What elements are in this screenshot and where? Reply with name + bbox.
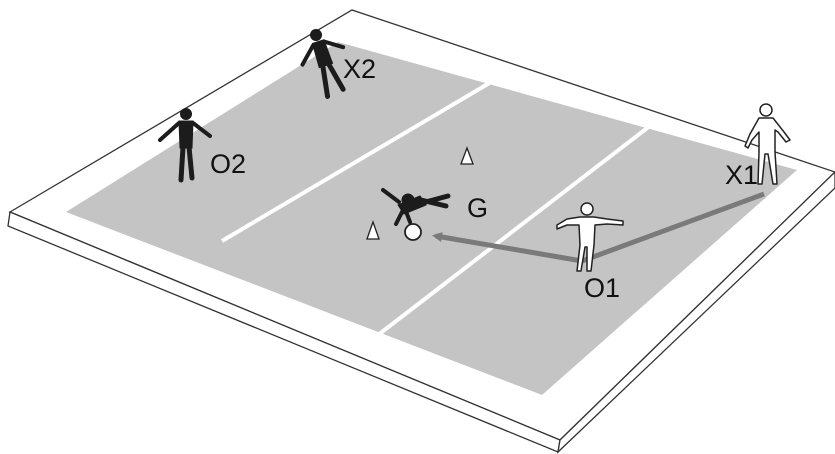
label-o1: O1: [584, 273, 620, 303]
label-g: G: [467, 193, 488, 223]
field-surface: [66, 42, 797, 395]
label-x2: X2: [343, 54, 376, 84]
label-x1: X1: [725, 160, 758, 190]
playing-field: [66, 42, 797, 395]
label-o2: O2: [210, 149, 246, 179]
ball-icon: [405, 224, 421, 240]
